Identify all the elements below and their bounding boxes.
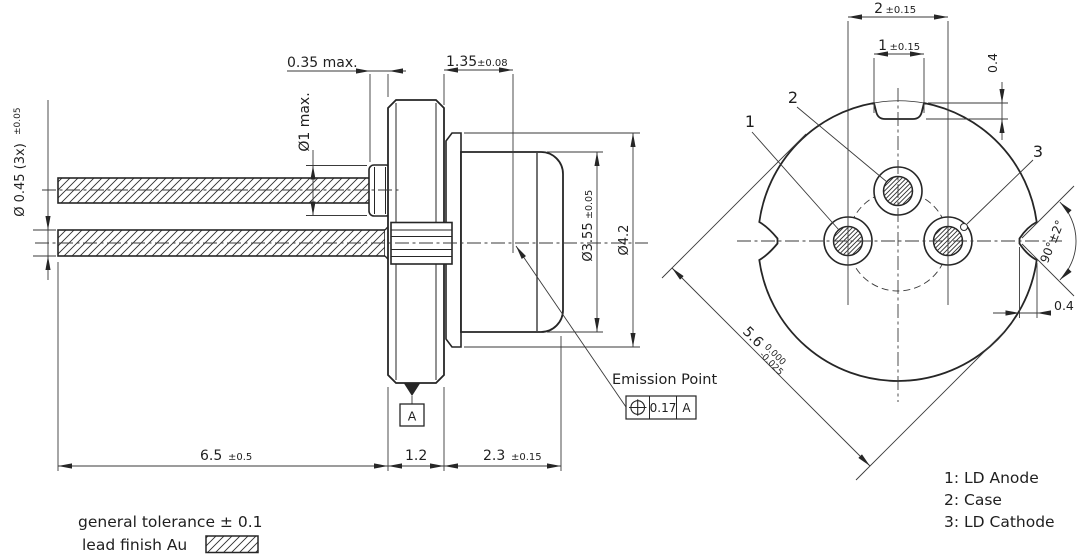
dim-pin-spacing-tol: ±0.15	[886, 5, 917, 16]
dim-cap-diameter: Ø3.55 ±0.05	[547, 151, 603, 333]
dim-bottom-chain: 6.5 ±0.5 1.2 2.3 ±0.15	[57, 262, 562, 471]
datum-feature-a: A	[399, 383, 425, 427]
legend-cathode: 3: LD Cathode	[944, 513, 1055, 531]
dim-notch-depth: 0.4	[993, 247, 1074, 318]
pin-3-label: 3	[1033, 142, 1043, 161]
pin-labels: 1 2 3	[745, 88, 1043, 231]
dim-tab-depth-text: 0.4	[985, 53, 1000, 73]
dim-emission-plane-tol: ±0.08	[477, 58, 508, 69]
top-lead	[57, 177, 373, 204]
pin-2-label: 2	[788, 88, 798, 107]
dim-flange-thickness: 1.2	[405, 448, 427, 464]
datum-letter: A	[408, 409, 417, 424]
dim-notch-depth-text: 0.4	[1054, 298, 1074, 313]
rear-view: 2 ±0.15 1 ±0.15 0.4	[661, 1, 1077, 481]
dim-can-diameter-value: 5.6	[739, 324, 766, 351]
dim-cap-length-value: 2.3	[483, 448, 505, 464]
datum-box	[399, 403, 425, 427]
cap-outline	[460, 151, 564, 333]
tab-phantom-arc	[873, 100, 925, 104]
dim-notch-angle-text: 90°±2°	[1037, 218, 1067, 265]
general-notes: general tolerance ± 0.1 lead finish Au	[78, 513, 263, 554]
side-view: 0.35 max. 1.35 ±0.08 Ø1 max.	[13, 54, 717, 471]
datum-triangle	[404, 383, 420, 396]
dim-standoff: 0.35 max.	[287, 55, 406, 162]
dim-pin-spacing-value: 2	[874, 1, 883, 17]
dim-lead-diameter-tol: ±0.05	[13, 107, 23, 135]
pin-1-label: 1	[745, 112, 755, 131]
fcf-tolerance: 0.17	[650, 401, 677, 415]
dim-lead-length-tol: ±0.5	[228, 452, 252, 463]
dim-tab-width-value: 1	[878, 38, 887, 54]
dim-bead-diameter: Ø1 max.	[297, 92, 367, 216]
dim-bead-diameter-text: Ø1 max.	[297, 92, 313, 151]
note-tolerance: general tolerance ± 0.1	[78, 513, 263, 531]
hatch-swatch	[205, 535, 259, 554]
dim-lead-length-value: 6.5	[200, 448, 222, 464]
dim-cap-diameter-tol: ±0.05	[584, 190, 595, 219]
note-finish: lead finish Au	[82, 536, 187, 554]
emission-point-label: Emission Point	[612, 372, 717, 388]
dim-lead-diameter-value: Ø 0.45 (3x)	[13, 143, 28, 217]
dim-tab-depth: 0.4	[926, 53, 1008, 140]
legend-case: 2: Case	[944, 491, 1002, 509]
dim-pin-spacing: 2 ±0.15	[847, 1, 949, 305]
dim-cap-diameter-value: Ø3.55	[581, 222, 596, 261]
dim-cap-length-tol: ±0.15	[511, 452, 542, 463]
cap-seat-outline	[445, 132, 462, 348]
legend-anode: 1: LD Anode	[944, 469, 1039, 487]
dim-seat-diameter-text: Ø4.2	[617, 225, 632, 256]
dim-seat-diameter: Ø4.2	[464, 132, 640, 348]
dim-emission-plane-value: 1.35	[446, 54, 477, 70]
dim-lead-diameter: Ø 0.45 (3x) ±0.05	[13, 100, 56, 280]
dim-tab-width: 1 ±0.15	[873, 38, 925, 113]
dim-standoff-text: 0.35 max.	[287, 55, 358, 71]
dim-tab-width-tol: ±0.15	[890, 42, 921, 53]
leader-dot	[960, 223, 968, 231]
position-tolerance-icon	[629, 399, 647, 416]
fcf-datum: A	[682, 401, 691, 415]
pin-legend: 1: LD Anode 2: Case 3: LD Cathode	[944, 469, 1055, 531]
dim-emission-plane: 1.35 ±0.08	[443, 54, 514, 253]
